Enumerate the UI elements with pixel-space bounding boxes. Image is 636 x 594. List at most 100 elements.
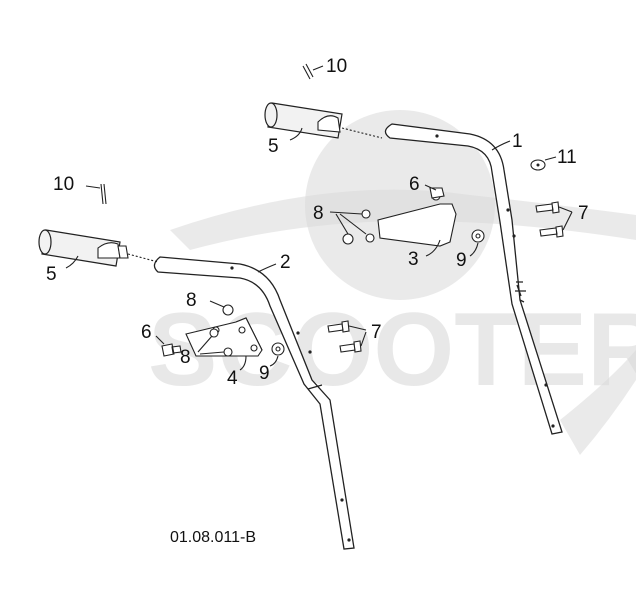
tube-1-hole-d (544, 383, 548, 387)
washer-9-lower-leader (269, 355, 279, 367)
callout-4: 4 (227, 368, 238, 389)
nut-8-upper-c (365, 233, 375, 243)
bracket-3-flange (440, 203, 457, 243)
bolt-6-lower-leader (155, 335, 165, 345)
nut-8-upper-b (342, 233, 354, 245)
grip-lower-cable (127, 253, 159, 263)
tube-1-hole-c (512, 234, 516, 238)
pin-lower-leader (85, 185, 101, 189)
nut-8-upper-leader-a (329, 211, 363, 215)
washer-11-leader (544, 156, 557, 161)
callout-1: 1 (512, 131, 523, 152)
nuts-8-upper (329, 209, 375, 245)
tube-2-hole-e (347, 538, 351, 542)
bracket-4-hole-c (250, 344, 258, 352)
pin-upper (302, 63, 324, 80)
grip-lower-collar (117, 245, 129, 259)
pin-lower-shape (100, 183, 107, 205)
tube-2-hole-b (296, 331, 300, 335)
callout-5b-leader (65, 255, 79, 269)
nut-8-upper-leader-b (335, 213, 349, 235)
callout-6-lower: 6 (141, 322, 152, 343)
callout-8-lower-bottom: 8 (180, 347, 191, 368)
callout-8-lower-top: 8 (186, 290, 197, 311)
bolt-7-lower-a (327, 320, 350, 333)
callout-11: 11 (557, 147, 577, 168)
watermark-tail (560, 350, 636, 455)
tube-2-outline (153, 256, 355, 550)
nut-8-upper-a (361, 209, 371, 219)
callout-10-lower: 10 (53, 174, 74, 195)
bracket-4-hole-b (238, 326, 246, 334)
grip-upper (264, 102, 383, 139)
bracket-3-nut (429, 187, 445, 199)
nut-8-lower-b (209, 328, 219, 338)
washer-9-lower (269, 342, 285, 367)
bolt-7-lower-leader-b (360, 331, 367, 347)
grip-upper-clamp (317, 115, 341, 133)
bolt-6-upper (424, 184, 437, 191)
bolts-7-lower (327, 320, 367, 353)
washer-9-upper (469, 229, 485, 257)
bracket-4-leader (239, 355, 247, 371)
grip-upper-end (264, 102, 278, 128)
bolt-6-lower-shape (161, 343, 182, 357)
grip-lower (38, 229, 159, 267)
watermark-disc (305, 110, 495, 300)
tube-2-hole-d (340, 498, 344, 502)
nut-8-lower-c (223, 347, 233, 357)
callout-9-upper: 9 (456, 250, 467, 271)
tube-1-centerline (515, 281, 526, 292)
tube-2-hole-a (230, 266, 234, 270)
tube-1-hole-b (506, 208, 510, 212)
bolt-7-lower-leader-a (348, 325, 367, 331)
callout-10-upper: 10 (326, 56, 347, 77)
pin-upper-leader (312, 65, 324, 71)
washer-9-upper-leader (469, 242, 479, 257)
tube-1-inner-line (516, 284, 525, 303)
bracket-3-leader (425, 239, 441, 257)
callout-5-lower: 5 (46, 264, 57, 285)
nuts-8-lower (197, 300, 234, 357)
callout-1-leader (491, 140, 511, 151)
washer-9-upper-hole (475, 233, 481, 239)
bolt-7-upper-leader-a (558, 206, 573, 213)
washer-9-lower-hole (275, 346, 281, 352)
callout-7-upper: 7 (578, 203, 589, 224)
nut-8-lower-leader-b (197, 335, 213, 353)
handlebar-tube-2 (153, 256, 355, 550)
diagram-code: 01.08.011-B (170, 529, 256, 546)
grip-upper-cable (341, 127, 383, 139)
washer-11 (530, 156, 557, 171)
callout-6-upper: 6 (409, 174, 420, 195)
callout-5-upper: 5 (268, 136, 279, 157)
tube-1-hole-a (435, 134, 439, 138)
bolt-7-upper-a (535, 201, 560, 214)
bolt-6-lower (155, 335, 182, 357)
callout-8-upper: 8 (313, 203, 324, 224)
nut-8-lower-leader-a (209, 300, 225, 308)
bolt-7-upper-leader-b (562, 211, 573, 231)
nut-8-lower-leader-c (199, 351, 225, 355)
callout-5a-leader (289, 127, 303, 141)
tube-1-hole-e (551, 424, 555, 428)
bolts-7-upper (535, 201, 573, 238)
nut-8-lower-a (222, 304, 234, 316)
tube-2-hole-c (308, 350, 312, 354)
callout-2: 2 (280, 252, 291, 273)
washer-11-hole (536, 163, 540, 167)
callout-9-lower: 9 (259, 363, 270, 384)
tube-2-joint (307, 384, 323, 390)
bolt-6-upper-leader (424, 184, 437, 191)
pin-upper-shape (302, 63, 314, 80)
pin-lower (85, 183, 107, 205)
callout-3: 3 (408, 249, 419, 270)
callout-7-lower: 7 (371, 322, 382, 343)
grip-lower-end (38, 229, 52, 255)
bracket-4-flange (235, 317, 263, 351)
bracket-3 (377, 187, 457, 257)
callout-2-leader (257, 263, 277, 273)
nut-8-upper-leader-c (339, 213, 367, 235)
bolt-7-lower-b (339, 340, 362, 353)
